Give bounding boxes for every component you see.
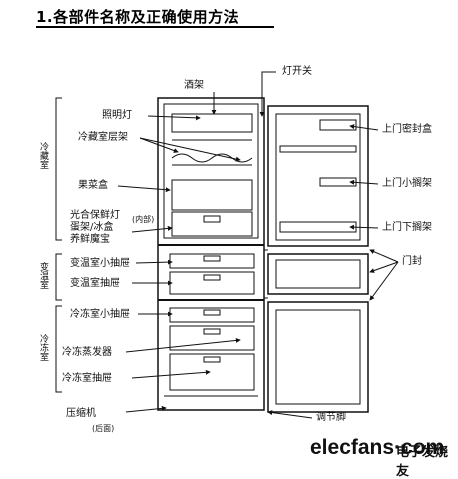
- middle-door-outline: [267, 253, 369, 295]
- freezer-small-drawer-label: 冷冻室小抽屉: [70, 309, 130, 320]
- lower-door-outline: [267, 301, 369, 413]
- cabinet-outline: [157, 97, 265, 411]
- zone-freezer-label: 冷冻室: [38, 334, 48, 361]
- upper-lower-rack-label: 上门下搁架: [382, 222, 432, 233]
- rear-note: (后面): [92, 424, 115, 433]
- fruit-box-shape: [171, 179, 253, 211]
- compressor-label: 压缩机: [66, 408, 96, 419]
- fridge-diagram: 1.各部件名称及正确使用方法: [36, 8, 448, 479]
- fridge-shelf-label: 冷藏室层架: [78, 132, 128, 143]
- door-seal-label: 门封: [402, 256, 422, 267]
- title-underline: [36, 26, 274, 28]
- varitemp-drawer-label: 变温室抽屉: [70, 278, 120, 289]
- evaporator-label: 冷冻蒸发器: [62, 347, 112, 358]
- watermark-site: elecfans·com: [310, 436, 445, 459]
- photo-light-label-2: 蛋架/冰盒: [70, 222, 114, 233]
- photo-light-label-3: 养鲜魔宝: [70, 234, 110, 245]
- freezer-drawer-label: 冷冻室抽屉: [62, 373, 112, 384]
- zone-varitemp-label: 变温室: [38, 262, 48, 289]
- fruit-box-label: 果菜盒: [78, 180, 108, 191]
- adjust-foot-label: 调节脚: [316, 412, 346, 423]
- zone-fridge-label: 冷藏室: [38, 142, 48, 169]
- light-switch-label: 灯开关: [282, 66, 312, 77]
- watermark-cn: 电子发烧友: [396, 445, 449, 479]
- varitemp-small-drawer-label: 变温室小抽屉: [70, 258, 130, 269]
- photo-light-label-1: 光合保鲜灯: [70, 210, 120, 221]
- upper-sealed-box-label: 上门密封盒: [382, 124, 432, 135]
- wine-rack-label: 酒架: [184, 80, 204, 91]
- inside-note: (内部): [132, 215, 155, 224]
- lighting-label: 照明灯: [102, 110, 132, 121]
- upper-small-rack-label: 上门小搁架: [382, 178, 432, 189]
- upper-door-outline: [267, 105, 369, 247]
- wine-rack-curve: [171, 153, 253, 163]
- diagram-lines: [55, 71, 399, 419]
- page-title: 1.各部件名称及正确使用方法: [36, 8, 240, 26]
